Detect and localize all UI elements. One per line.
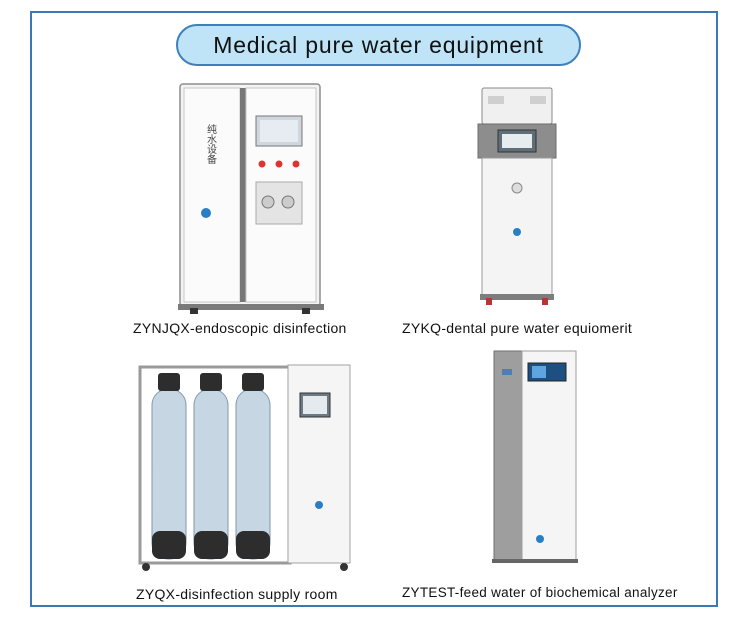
page-title-text: Medical pure water equipment — [213, 31, 544, 58]
product-image-dental — [477, 87, 557, 305]
product-caption-supply-room: ZYQX-disinfection supply room — [136, 586, 338, 602]
product-image-biochem-analyzer — [492, 350, 578, 563]
page-title: Medical pure water equipment — [176, 24, 581, 66]
product-image-endoscopic-disinfection — [178, 83, 324, 314]
product-caption-endoscopic: ZYNJQX-endoscopic disinfection — [133, 320, 347, 336]
product-caption-biochem: ZYTEST-feed water of biochemical analyze… — [402, 585, 678, 600]
product-image-supply-room — [138, 364, 351, 571]
content-frame — [30, 11, 718, 607]
product-caption-dental: ZYKQ-dental pure water equiomerit — [402, 320, 633, 336]
